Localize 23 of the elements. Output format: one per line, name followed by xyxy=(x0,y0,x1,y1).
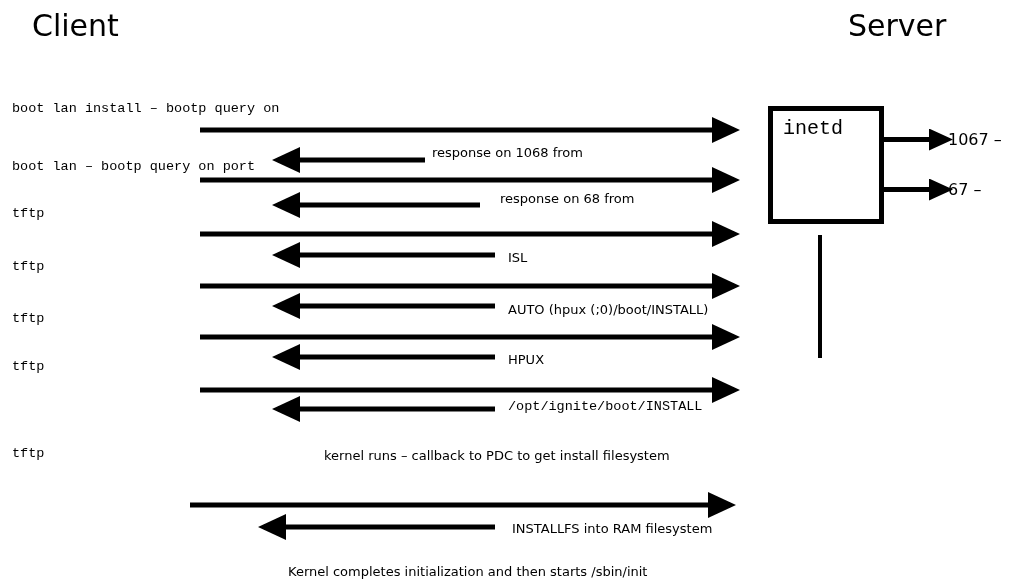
column-heading: Server xyxy=(848,8,947,44)
message-label: /opt/ignite/boot/INSTALL xyxy=(508,399,703,416)
message-label: tftp xyxy=(12,359,45,376)
message-label: tftp xyxy=(12,259,45,276)
message-label: tftp xyxy=(12,311,45,328)
message-label: boot lan install – bootp query on xyxy=(12,101,280,118)
message-label: HPUX xyxy=(508,352,545,368)
message-label: tftp xyxy=(12,206,45,223)
column-heading: Client xyxy=(32,8,119,44)
note-text: Kernel completes initialization and then starts /sbin/init xyxy=(288,564,648,580)
arrow xyxy=(884,178,953,201)
message-label: tftp xyxy=(12,446,45,463)
note-text: kernel runs – callback to PDC to get install filesystem xyxy=(324,448,670,464)
process-box xyxy=(768,106,884,224)
message-label: response on 68 from xyxy=(500,191,635,207)
node-text: inetd xyxy=(783,117,843,140)
message-label: ISL xyxy=(508,250,528,266)
arrow xyxy=(884,128,953,151)
port-label: 1067 – xyxy=(948,130,1002,150)
message-label: AUTO (hpux (;0)/boot/INSTALL) xyxy=(508,302,709,318)
message-label: boot lan – bootp query on port xyxy=(12,159,256,176)
message-label: response on 1068 from xyxy=(432,145,583,161)
message-label: INSTALLFS into RAM filesystem xyxy=(512,521,713,537)
